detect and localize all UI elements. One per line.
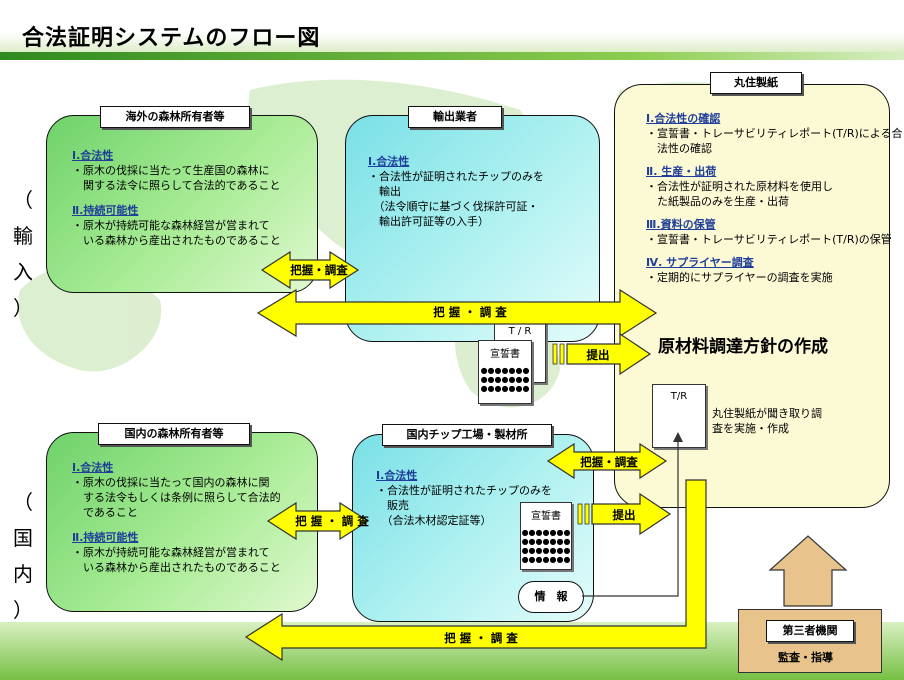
section-line: ・原木の伐採に当たって生産国の森林に — [72, 164, 270, 177]
import-grasp-arrow — [256, 288, 658, 338]
submit-stripe — [577, 503, 583, 525]
section-line: 法性の確認 — [646, 142, 712, 155]
document-text-lines: ●●●●●●●●●●●●●●●●●●●●●●●●●●●● — [521, 528, 571, 564]
section-line: （法令順守に基づく伐採許可証・ — [368, 200, 539, 213]
section-heading: Ⅰ.合法性 — [368, 155, 410, 168]
section-line: ・合法性が証明されたチップのみを — [376, 484, 552, 497]
domestic-mill-content: Ⅰ.合法性 ・合法性が証明されたチップのみを 販売 （合法木材認定証等） — [376, 468, 552, 528]
section-line: ・原木が持続可能な森林経営が営まれて — [72, 219, 270, 232]
section-line: する法令もしくは条例に照らして合法的 — [72, 491, 281, 504]
section-line: ・合法性が証明された原材料を使用し — [646, 180, 833, 193]
third-party-label: 第三者機関 — [766, 620, 854, 642]
info-bubble: 情 報 — [518, 581, 584, 613]
import-side-label: （ 輸 入 ） — [10, 182, 36, 326]
header-background — [0, 0, 904, 60]
section-heading: Ⅲ.資料の保管 — [646, 218, 716, 231]
import-submit-arrow — [566, 332, 652, 376]
section-line: た紙製品のみを生産・出荷 — [646, 195, 789, 208]
submit-stripe — [552, 343, 558, 365]
tr-document-title: T/R — [670, 391, 688, 402]
section-line: （合法木材認定証等） — [376, 514, 492, 527]
submit-stripe — [584, 503, 590, 525]
import-oath-document: 宣誓書 ●●●●●●●●●●●●●●●●●●●●● — [478, 340, 532, 404]
section-heading: Ⅱ. 生産・出荷 — [646, 165, 717, 178]
oath-document-title: 宣誓書 — [531, 511, 561, 522]
section-heading: Ⅰ.合法性 — [72, 461, 114, 474]
exporter-label: 輸出業者 — [408, 106, 502, 128]
domestic-side-char: 内 — [13, 562, 33, 586]
section-heading: Ⅱ.持続可能性 — [72, 204, 139, 217]
section-line: ・原木が持続可能な森林経営が営まれて — [72, 546, 270, 559]
import-side-char: 輸 — [13, 224, 33, 248]
import-side-char: （ — [13, 188, 33, 212]
section-line: 販売 — [376, 499, 409, 512]
section-heading: Ⅰ.合法性の確認 — [646, 112, 721, 125]
page-title: 合法証明システムのフロー図 — [22, 26, 321, 51]
tr-document: T/R — [652, 384, 706, 448]
section-line: 輸出許可証等の入手） — [368, 215, 489, 228]
info-to-tr-arrowhead — [673, 432, 683, 442]
note-line: 丸住製紙が聞き取り調 — [712, 407, 822, 420]
import-side-char: 入 — [13, 260, 33, 284]
section-line: 関する法令に照らして合法的であること — [72, 179, 281, 192]
bottom-grasp-label: 把 握 ・ 調 査 — [444, 631, 518, 645]
domestic-submit-arrow — [591, 492, 672, 536]
section-heading: Ⅰ.合法性 — [376, 469, 418, 482]
section-line: ・宣誓書・トレーサビリティレポート(T/R)による合 — [646, 127, 903, 140]
overseas-owner-content: Ⅰ.合法性 ・原木の伐採に当たって生産国の森林に 関する法令に照らして合法的であ… — [72, 148, 281, 248]
domestic-grasp-short-label: 把 握 ・ 調 査 — [295, 514, 369, 528]
marusumi-note: 丸住製紙が聞き取り調 査を実施・作成 — [712, 406, 822, 436]
section-line: であること — [72, 506, 138, 519]
import-grasp-label: 把 握 ・ 調 査 — [433, 305, 507, 319]
exporter-content: Ⅰ.合法性 ・合法性が証明されたチップのみを 輸出 （法令順守に基づく伐採許可証… — [368, 154, 544, 229]
domestic-owner-label: 国内の森林所有者等 — [98, 423, 250, 445]
mill-grasp-label: 把握・調査 — [580, 455, 638, 469]
title-underline-bar — [0, 52, 904, 60]
import-oath-title: 宣誓書 — [490, 349, 520, 360]
mill-grasp-arrow — [546, 442, 668, 480]
section-line: ・原木の伐採に当たって国内の森林に関 — [72, 476, 270, 489]
import-side-char: ） — [13, 296, 33, 320]
document-text-lines: ●●●●●●●●●●●●●●●●●●●●● — [480, 366, 530, 393]
import-grasp-short-arrow — [260, 250, 360, 290]
domestic-submit-label: 提出 — [612, 508, 636, 522]
section-line: 輸出 — [368, 185, 401, 198]
third-party-sub: 監査・指導 — [778, 651, 833, 664]
overseas-owner-label: 海外の森林所有者等 — [100, 106, 250, 128]
section-line: いる森林から産出されたものであること — [72, 234, 281, 247]
import-submit-label: 提出 — [586, 348, 610, 362]
domestic-side-label: （ 国 内 ） — [10, 484, 36, 628]
domestic-oath-document: 宣誓書 ●●●●●●●●●●●●●●●●●●●●●●●●●●●● — [520, 502, 572, 570]
section-heading: Ⅰ.合法性 — [72, 149, 114, 162]
marusumi-label: 丸住製紙 — [710, 72, 802, 94]
domestic-side-char: 国 — [13, 526, 33, 550]
note-line: 査を実施・作成 — [712, 422, 789, 435]
third-party-arrow — [768, 535, 848, 607]
policy-title: 原材料調達方針の作成 — [658, 337, 828, 357]
section-heading: Ⅱ.持続可能性 — [72, 531, 139, 544]
section-line: ・定期的にサプライヤーの調査を実施 — [646, 271, 833, 284]
domestic-side-char: ） — [13, 598, 33, 622]
section-line: いる森林から産出されたものであること — [72, 561, 281, 574]
marusumi-content: Ⅰ.合法性の確認 ・宣誓書・トレーサビリティレポート(T/R)による合 法性の確… — [646, 111, 902, 285]
section-line: ・宣誓書・トレーサビリティレポート(T/R)の保管 — [646, 233, 892, 246]
import-grasp-short-label: 把握・調査 — [290, 263, 348, 277]
submit-stripe — [559, 343, 565, 365]
domestic-mill-label: 国内チップ工場・製材所 — [382, 424, 552, 446]
domestic-grasp-short-arrow — [266, 501, 370, 541]
domestic-owner-content: Ⅰ.合法性 ・原木の伐採に当たって国内の森林に関 する法令もしくは条例に照らして… — [72, 460, 281, 575]
bottom-grasp-arrow — [244, 479, 707, 662]
section-line: ・合法性が証明されたチップのみを — [368, 170, 544, 183]
section-heading: Ⅳ. サプライヤー調査 — [646, 256, 754, 269]
import-tr-title: T / R — [508, 326, 532, 337]
info-to-tr-line — [582, 440, 679, 597]
domestic-side-char: （ — [13, 490, 33, 514]
